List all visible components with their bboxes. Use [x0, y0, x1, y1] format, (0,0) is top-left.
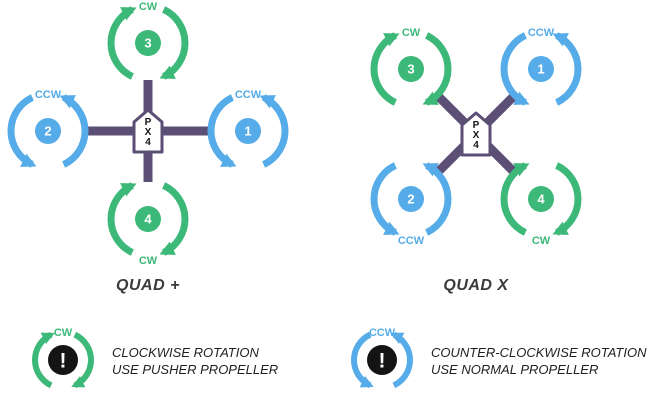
hub-letter: 4	[145, 137, 151, 148]
motor-number-badge	[35, 118, 61, 144]
motor-number-badge	[135, 206, 161, 232]
px4-hub: P X 4	[132, 108, 164, 154]
quad-x-title: QUAD X	[443, 277, 509, 294]
rotation-label: CCW	[398, 235, 425, 247]
motor-number: 4	[537, 192, 545, 207]
rotation-label: CW	[54, 327, 73, 339]
quad-plus-diagram: 3 CW 2 CCW 1 CCW 4 CW P X 4	[11, 1, 285, 294]
quad-plus-motor-3: 3 CW	[111, 1, 185, 77]
legend-cw-line1: CLOCKWISE ROTATION	[112, 345, 259, 360]
motor-number: 3	[407, 62, 414, 77]
quad-plus-motor-1: 1 CCW	[211, 89, 285, 165]
motor-number: 3	[144, 36, 151, 51]
quad-x-motor-3: 3 CW	[374, 27, 448, 103]
rotation-label: CCW	[35, 89, 62, 101]
quad-plus-motor-4: 4 CW	[111, 185, 185, 267]
legend-ccw-line2: USE NORMAL PROPELLER	[431, 362, 598, 377]
hub-letter: P	[473, 120, 480, 131]
motor-number-badge	[528, 186, 554, 212]
rotation-label: CCW	[369, 327, 396, 339]
motor-number-badge	[398, 186, 424, 212]
legend: ! CW CLOCKWISE ROTATION USE PUSHER PROPE…	[35, 327, 647, 385]
motor-number: 1	[244, 124, 251, 139]
rotation-label: CCW	[528, 27, 555, 39]
hub-letter: X	[473, 130, 480, 141]
exclamation-mark: !	[60, 350, 67, 373]
hub-letter: 4	[473, 140, 479, 151]
rotation-label: CW	[139, 255, 158, 267]
rotation-label: CW	[532, 235, 551, 247]
motor-number: 2	[44, 124, 51, 139]
quad-x-motor-2: 2 CCW	[374, 165, 448, 247]
motor-number: 2	[407, 192, 414, 207]
quad-plus-motor-2: 2 CCW	[11, 89, 85, 165]
motor-number: 1	[537, 62, 544, 77]
quad-x-motor-4: 4 CW	[504, 165, 578, 247]
legend-cw-line2: USE PUSHER PROPELLER	[112, 362, 278, 377]
legend-ccw-line1: COUNTER-CLOCKWISE ROTATION	[431, 345, 647, 360]
motor-number-badge	[528, 56, 554, 82]
quad-x-diagram: 3 CW 1 CCW 2 CCW 4 CW P X 4	[374, 27, 578, 294]
hub-letter: X	[145, 127, 152, 138]
motor-number-badge	[135, 30, 161, 56]
motor-number-badge	[398, 56, 424, 82]
rotation-label: CW	[139, 1, 158, 13]
motor-number: 4	[144, 212, 152, 227]
hub-letter: P	[145, 117, 152, 128]
quad-plus-title: QUAD +	[116, 277, 180, 294]
rotation-label: CCW	[235, 89, 262, 101]
warning-badge	[367, 345, 397, 375]
legend-ccw-icon: ! CCW	[354, 327, 410, 385]
quad-x-motor-1: 1 CCW	[504, 27, 578, 103]
exclamation-mark: !	[379, 350, 386, 373]
px4-hub: P X 4	[460, 111, 492, 157]
legend-cw-icon: ! CW	[35, 327, 91, 385]
warning-badge	[48, 345, 78, 375]
motor-number-badge	[235, 118, 261, 144]
rotation-label: CW	[402, 27, 421, 39]
